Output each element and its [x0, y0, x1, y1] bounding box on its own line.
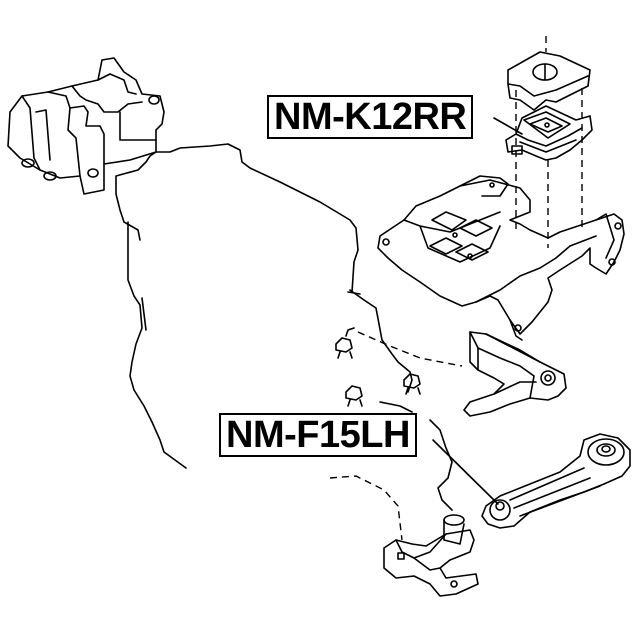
bolts [335, 327, 421, 407]
transmission-mount-insulator [505, 105, 593, 161]
mount-cap [507, 51, 591, 111]
assembly-guide-lines [515, 36, 583, 248]
left-engine-mount [7, 57, 165, 195]
torque-rod-bracket [463, 331, 567, 417]
leader-line-f15lh [432, 439, 499, 505]
lower-mount-bracket [329, 475, 479, 597]
transmission-support-bracket [377, 175, 625, 341]
guide-line [357, 331, 463, 367]
lower-torque-rod [481, 433, 631, 529]
part-number-label-f15lh: NM-F15LH [219, 413, 417, 457]
part-number-label-k12rr: NM-K12RR [267, 95, 474, 139]
engine-block-outline [115, 143, 453, 511]
leader-line-k12rr [493, 117, 523, 135]
